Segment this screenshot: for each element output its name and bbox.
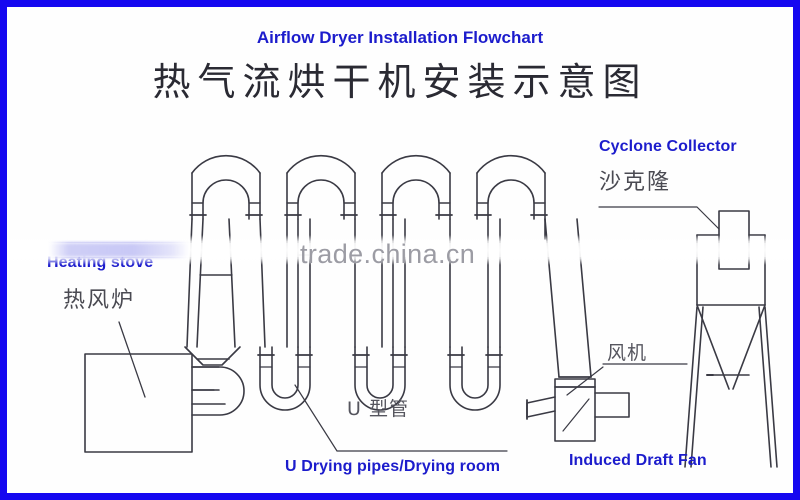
label-cyclone-collector-chinese: 沙克隆 bbox=[599, 170, 672, 195]
heating-stove-body bbox=[84, 353, 193, 453]
u-bend-bottom-3 bbox=[352, 346, 408, 411]
riser-pipe-2 bbox=[297, 218, 311, 348]
riser-pipe-4 bbox=[487, 218, 501, 348]
page-title-chinese: 热气流烘干机安装示意图 bbox=[152, 60, 648, 104]
u-bend-top-2 bbox=[284, 154, 358, 220]
label-u-drying-pipes-english: U Drying pipes/Drying room bbox=[285, 458, 501, 475]
fan-inlet-downcomer bbox=[544, 218, 592, 378]
label-heating-stove-english: Heating stove bbox=[47, 254, 154, 271]
taper-joint-1 bbox=[184, 346, 241, 366]
label-induced-draft-fan-chinese: 风机 bbox=[607, 342, 648, 364]
riser-pipe-3 bbox=[392, 218, 406, 348]
u-pipe-leader bbox=[294, 384, 508, 452]
u-bend-top-1 bbox=[189, 154, 263, 220]
cyclone-leader bbox=[598, 206, 720, 230]
label-induced-draft-fan-english: Induced Draft Fan bbox=[569, 452, 707, 469]
u-bend-bottom-4 bbox=[447, 346, 503, 411]
u-bend-top-3 bbox=[379, 154, 453, 220]
page-title-english: Airflow Dryer Installation Flowchart bbox=[256, 28, 544, 47]
label-u-drying-pipes-chinese: U 型管 bbox=[347, 398, 409, 420]
stove-outlet-duct bbox=[191, 366, 220, 391]
label-cyclone-collector-english: Cyclone Collector bbox=[599, 138, 737, 155]
u-bend-top-4 bbox=[474, 154, 548, 220]
label-heating-stove-chinese: 热风炉 bbox=[63, 288, 136, 313]
cyclone-collector bbox=[684, 210, 778, 468]
pipe-network bbox=[84, 154, 778, 468]
heating-stove-leader bbox=[118, 321, 146, 398]
diagram-canvas: Airflow Dryer Installation Flowchart 热气流… bbox=[7, 7, 793, 493]
induced-draft-fan bbox=[526, 378, 630, 442]
riser-pipe-1 bbox=[196, 218, 236, 348]
fan-leader bbox=[566, 366, 604, 396]
u-bend-bottom-2 bbox=[257, 346, 313, 411]
u-bend-bottom-1 bbox=[191, 366, 245, 416]
